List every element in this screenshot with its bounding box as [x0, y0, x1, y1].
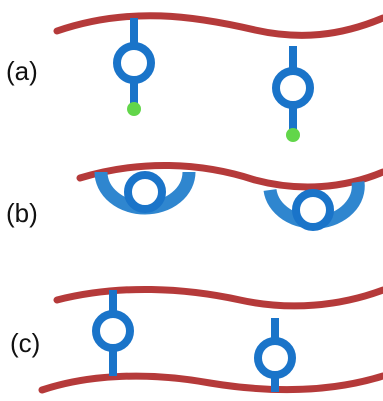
panel-b-label: (b) — [6, 198, 38, 228]
panel-b-cup-1-ring — [124, 171, 166, 213]
panel-b-cup-2 — [263, 181, 365, 231]
panel-c-linker-2-ring — [254, 337, 296, 379]
panel-a-membrane — [53, 12, 383, 39]
panel-a-linker-1-ring — [113, 42, 155, 84]
panel-b-cup-2-ring — [292, 189, 334, 231]
panel-b: (b) — [6, 162, 383, 231]
panel-c-linker-1 — [92, 290, 134, 376]
panel-a-linker-2-tip — [286, 128, 300, 142]
panel-b-membrane — [76, 162, 383, 191]
panel-c-label: (c) — [10, 328, 40, 358]
panel-a-linker-1-tip — [127, 102, 141, 116]
panel-c-linker-2 — [254, 318, 296, 392]
panel-c-membrane-top — [53, 286, 383, 310]
panel-a-linker-1 — [113, 18, 155, 116]
panel-a: (a) — [6, 12, 383, 142]
panel-c-linker-1-ring — [92, 310, 134, 352]
panel-a-label: (a) — [6, 56, 38, 86]
panel-c-membrane-bottom — [38, 372, 383, 394]
panel-a-linker-2 — [272, 46, 314, 142]
panel-c: (c) — [10, 286, 383, 394]
panel-b-cup-1 — [94, 171, 196, 215]
panel-a-linker-2-ring — [272, 67, 314, 109]
